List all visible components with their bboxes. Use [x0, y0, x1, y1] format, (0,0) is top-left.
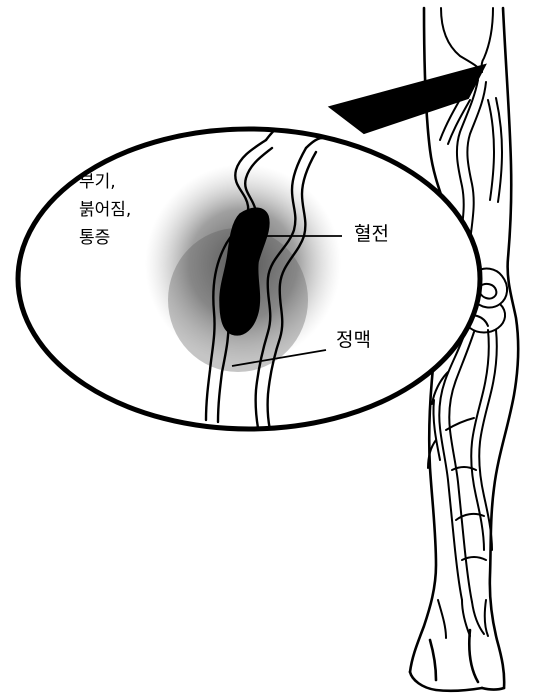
callout-arrow — [330, 65, 485, 133]
symptom-pain: 통증 — [79, 224, 131, 252]
vein-label: 정맥 — [336, 325, 371, 352]
symptom-swelling: 부기, — [79, 168, 131, 196]
symptoms-label: 부기, 붉어짐, 통증 — [79, 168, 131, 252]
clot-label: 혈전 — [354, 219, 389, 246]
symptom-redness: 붉어짐, — [79, 196, 131, 224]
